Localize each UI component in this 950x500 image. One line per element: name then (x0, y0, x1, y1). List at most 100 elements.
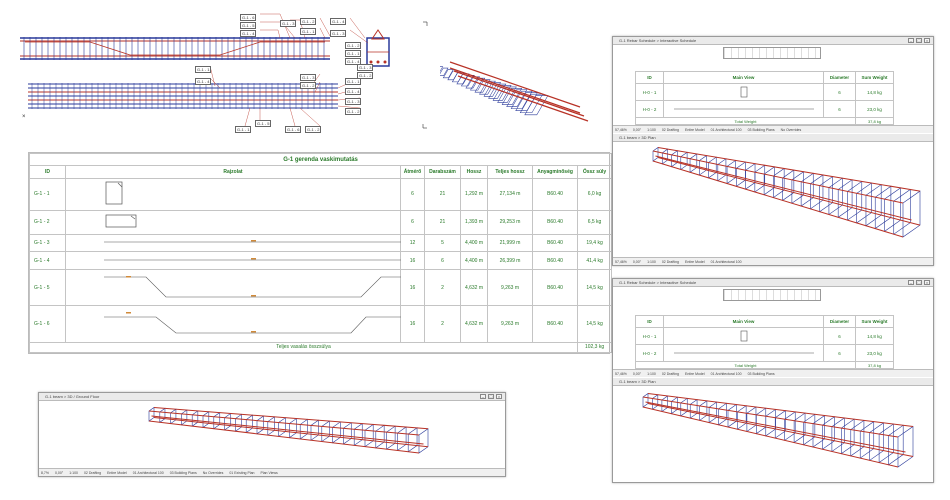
rebar-weight: 14,5 kg (576, 269, 613, 307)
beam-section (366, 29, 390, 67)
schedule-window-2[interactable]: G-1 Rebar Schedule > Interactive Schedul… (612, 278, 934, 483)
rebar-diameter: 16 (400, 251, 425, 271)
column-header: Anyagminőség (532, 165, 578, 179)
rebar-tag: G-1 - 2 (357, 72, 374, 79)
rebar-tag: G-1 - 5 (240, 22, 257, 29)
rebar-id: G-1 - 4 (29, 251, 66, 271)
rebar-tag: G-1 - 3 (345, 98, 362, 105)
rebar-tag: G-1 - 3 (357, 64, 374, 71)
rebar-tag: G-1 - 3 (280, 20, 297, 27)
rebar-count: 6 (424, 251, 461, 271)
maximize-icon[interactable]: □ (916, 38, 922, 43)
column-header: Teljes hossz (487, 165, 533, 179)
rebar-tag: G-1 - 2 (300, 82, 317, 89)
rebar-tag: G-1 - 1 (195, 66, 212, 73)
rebar-diameter: 16 (400, 269, 425, 307)
rebar-diameter: 6 (400, 210, 425, 235)
rebar-tag: G-1 - 1 (235, 126, 252, 133)
rebar-grade: B60.40 (532, 233, 578, 253)
rebar-grade: B60.40 (532, 210, 578, 235)
rebar-id: G-1 - 5 (29, 269, 66, 307)
rebar-shape-drawing (65, 251, 401, 271)
window-title: G-1 Rebar Schedule > Interactive Schedul… (619, 280, 697, 285)
rebar-weight: 14,5 kg (576, 305, 613, 343)
shape-cell (663, 344, 824, 362)
rebar-cage-3d-3 (148, 406, 429, 454)
rebar-tag: G-1 - 4 (195, 78, 212, 85)
rebar-shape-drawing (65, 269, 401, 307)
rebar-diameter: 6 (400, 177, 425, 212)
rebar-tag: G-1 - 3 (300, 74, 317, 81)
schedule-title: G-1 gerenda vaskimutatás (28, 152, 613, 167)
shape-cell (663, 83, 824, 101)
rebar-shape-drawing (65, 233, 401, 253)
rebar-3d-view (429, 40, 590, 135)
rebar-shape-drawing (65, 210, 401, 235)
shape-cell (663, 100, 824, 118)
rebar-id: G-1 - 6 (29, 305, 66, 343)
plan-svg: × (20, 13, 428, 129)
shape-cell (663, 327, 824, 345)
rebar-id: G-1 - 3 (29, 233, 66, 253)
window-title: G-1 Rebar Schedule > Interactive Schedul… (619, 38, 697, 43)
close-icon[interactable]: × (496, 394, 502, 399)
rebar-shape-drawing (65, 305, 401, 343)
rebar-grade: B60.40 (532, 305, 578, 343)
rebar-tag: G-1 - 6 (240, 14, 257, 21)
rebar-length: 4,400 m (460, 233, 488, 253)
rebar-diameter: 16 (400, 305, 425, 343)
rebar-length: 1,292 m (460, 177, 488, 212)
rebar-tag: G-1 - 1 (345, 50, 362, 57)
section-grid (723, 47, 821, 59)
maximize-icon[interactable]: □ (916, 280, 922, 285)
rebar-cage-3d-2 (642, 392, 914, 468)
rebar-tag: G-1 - 4 (330, 18, 347, 25)
rebar-count: 21 (424, 177, 461, 212)
rebar-grade: B60.40 (532, 251, 578, 271)
svg-text:×: × (22, 114, 26, 120)
rebar-total-length: 29,253 m (487, 210, 533, 235)
rebar-weight: 6,0 kg (576, 177, 613, 212)
rebar-weight: 6,5 kg (576, 210, 613, 235)
minimize-icon[interactable]: – (480, 394, 486, 399)
column-header: Átmérő (400, 165, 425, 179)
rebar-tag: G-1 - 5 (255, 120, 272, 127)
rebar-tag: G-1 - 2 (345, 42, 362, 49)
3d-window[interactable]: G-1 beam > 3D / Ground Floor –□× 8,7%0,0… (38, 392, 506, 477)
rebar-tag: G-1 - 6 (285, 126, 302, 133)
rebar-tag: G-1 - 4 (240, 30, 257, 37)
rebar-weight: 41,4 kg (576, 251, 613, 271)
rebar-count: 5 (424, 233, 461, 253)
rebar-count: 2 (424, 305, 461, 343)
rebar-length: 4,632 m (460, 269, 488, 307)
minimize-icon[interactable]: – (908, 280, 914, 285)
rebar-total-length: 9,263 m (487, 269, 533, 307)
perspective-svg (429, 61, 589, 122)
rebar-length: 4,632 m (460, 305, 488, 343)
rebar-length: 1,393 m (460, 210, 488, 235)
rebar-tag: G-1 - 4 (345, 88, 362, 95)
rebar-weight: 19,4 kg (576, 233, 613, 253)
close-icon[interactable]: × (924, 38, 930, 43)
schedule-window-1[interactable]: G-1 Rebar Schedule > Interactive Schedul… (612, 36, 934, 266)
rebar-grade: B60.40 (532, 269, 578, 307)
column-header: Darabszám (424, 165, 461, 179)
rebar-tag: G-1 - 1 (300, 28, 317, 35)
rebar-total-length: 9,263 m (487, 305, 533, 343)
maximize-icon[interactable]: □ (488, 394, 494, 399)
close-icon[interactable]: × (924, 280, 930, 285)
minimize-icon[interactable]: – (908, 38, 914, 43)
